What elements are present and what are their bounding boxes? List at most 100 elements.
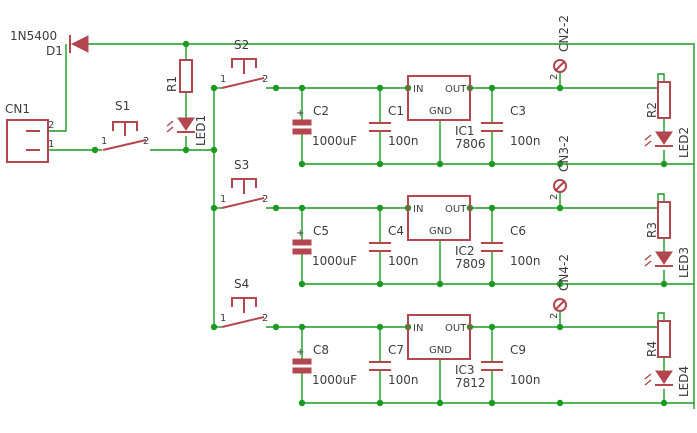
capacitor-value-label: 1000uF [312, 373, 357, 387]
diode-name-label: D1 [46, 44, 63, 58]
switch-pin-number: 1 [220, 313, 226, 324]
led-triangle [655, 251, 673, 265]
junction-dot [298, 160, 306, 168]
switch-s1: S1 1 2 [101, 99, 149, 151]
capacitor-name-label: C5 [313, 224, 329, 238]
regulator-body [407, 195, 471, 241]
led-arrow [166, 126, 174, 133]
junction-dot [556, 399, 564, 407]
regulator-name-label: IC3 [455, 363, 475, 377]
capacitor-name-label: C1 [388, 104, 404, 118]
capacitor-name-label: C8 [313, 343, 329, 357]
junction-dot [436, 399, 444, 407]
connector-cn1: CN1 2 1 [5, 102, 54, 163]
capacitor-plate [292, 128, 312, 135]
junction-dot [210, 204, 218, 212]
capacitor-plate [292, 358, 312, 365]
junction-dot [436, 280, 444, 288]
switch-label: S4 [234, 277, 249, 291]
switch-pin-number: 1 [220, 194, 226, 205]
switch-lever [221, 77, 265, 89]
led-led4: LED4 [644, 366, 691, 397]
junction-dot [556, 160, 564, 168]
wire [302, 389, 665, 404]
regulator-pin-gnd: GND [429, 106, 452, 117]
regulator-pin-gnd: GND [429, 345, 452, 356]
led-arrow [644, 379, 652, 386]
resistor-label: R2 [645, 102, 659, 118]
connector-body [6, 119, 49, 163]
resistor-body [657, 320, 671, 358]
junction-dot [488, 323, 496, 331]
regulator-pin-in: IN [413, 323, 423, 334]
junction-dot [298, 323, 306, 331]
connector-cn1-label: CN1 [5, 102, 30, 116]
junction-dot [376, 84, 384, 92]
switch-lever [102, 139, 147, 151]
switch-label: S3 [234, 158, 249, 172]
led-label: LED3 [677, 247, 691, 278]
output-terminal-4: CN4-22 [549, 254, 571, 327]
led-label: LED4 [677, 366, 691, 397]
output-terminal-3: CN3-22 [549, 135, 571, 208]
switch-lever [221, 197, 265, 209]
diode-d1: 1N5400 D1 [10, 29, 89, 58]
regulator-pin-out: OUT [445, 84, 467, 95]
output-terminal-label: CN4-2 [557, 254, 571, 291]
led-led3: LED3 [644, 247, 691, 278]
output-pin-number: 2 [549, 194, 560, 200]
junction-dot [91, 146, 99, 154]
regulator-pin-out: OUT [445, 204, 467, 215]
led-arrow [644, 134, 652, 141]
switch-s1-label: S1 [115, 99, 130, 113]
junction-dot [272, 84, 280, 92]
capacitor-plate [292, 239, 312, 246]
switch-pin-number: 2 [262, 194, 268, 205]
capacitor-polarity: + [296, 347, 304, 358]
resistor-r3: R3 [645, 201, 671, 239]
junction-dot [660, 399, 668, 407]
junction-dot [556, 280, 564, 288]
switch-pin-number: 2 [143, 136, 149, 147]
capacitor-value-label: 1000uF [312, 134, 357, 148]
capacitor-plate [292, 367, 312, 374]
junction-dot [488, 84, 496, 92]
junction-dot [376, 280, 384, 288]
junction-dot [298, 399, 306, 407]
led-triangle [655, 370, 673, 384]
terminal-slash [554, 180, 566, 192]
switch-lever [221, 316, 265, 328]
junction-dot [660, 280, 668, 288]
output-terminal-2: CN2-22 [549, 15, 571, 88]
regulator-body [407, 75, 471, 121]
regulator-type-label: 7812 [455, 376, 486, 390]
terminal-slash [554, 60, 566, 72]
resistor-label: R3 [645, 222, 659, 238]
regulator-type-label: 7809 [455, 257, 486, 271]
led-led1-label: LED1 [194, 115, 208, 146]
terminal-slash [554, 299, 566, 311]
capacitor-value-label: 1000uF [312, 254, 357, 268]
capacitor-value-label: 100n [510, 134, 541, 148]
junction-dot [298, 204, 306, 212]
capacitor-c8: + C8 1000uF [292, 343, 357, 387]
resistor-body [657, 81, 671, 119]
junction-dot [210, 84, 218, 92]
regulator-name-label: IC2 [455, 244, 475, 258]
capacitor-polarity: + [296, 228, 304, 239]
junction-dot [298, 84, 306, 92]
wire [302, 270, 665, 285]
wire-diode-drop [48, 44, 67, 132]
output-terminal-label: CN2-2 [557, 15, 571, 52]
capacitor-value-label: 100n [388, 373, 419, 387]
